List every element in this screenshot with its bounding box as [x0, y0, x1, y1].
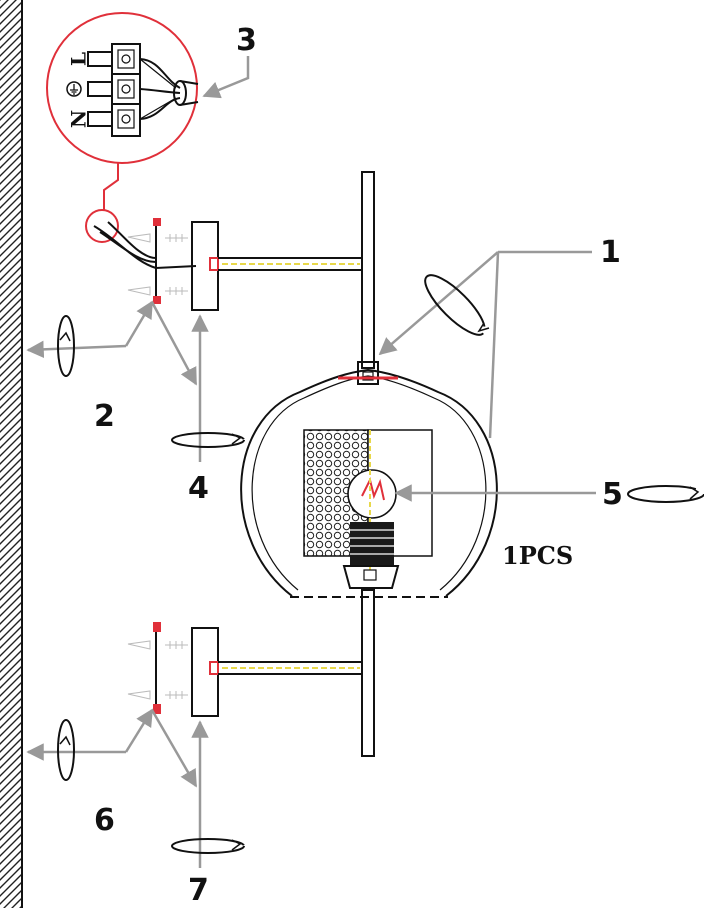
- rotate-arrow-icon: [171, 838, 245, 854]
- callout-6: 6: [94, 803, 115, 838]
- callout-7: 7: [188, 873, 209, 908]
- callout-4-leaders: [171, 314, 245, 462]
- wall: [0, 0, 23, 908]
- screw-icon: [127, 286, 188, 296]
- lower-mounting-bracket: [127, 622, 188, 714]
- upper-arm: [218, 257, 362, 271]
- quantity-label: 1PCS: [502, 541, 573, 570]
- rotate-arrow-icon: [171, 432, 245, 448]
- callout-6-leaders: [26, 708, 198, 788]
- lower-wall-plate: [191, 627, 219, 717]
- callout-2-leaders: [26, 300, 198, 386]
- upper-wall-plate: [191, 221, 219, 311]
- screw-icon: [127, 640, 188, 650]
- callout-2: 2: [94, 399, 115, 434]
- lamp-socket: [342, 522, 400, 589]
- wiring-detail-bubble: L N: [46, 12, 199, 243]
- ground-symbol-icon: [66, 81, 82, 97]
- callout-7-leaders: [171, 720, 245, 868]
- callout-1-leaders: [378, 250, 592, 439]
- screw-icon: [127, 690, 188, 700]
- callout-5-leaders: [394, 484, 704, 503]
- rotate-arrow-icon: [424, 274, 490, 336]
- callout-1: 1: [600, 235, 621, 270]
- terminal-label-live: L: [67, 52, 91, 66]
- rotate-arrow-icon: [57, 315, 75, 377]
- glass-globe: [240, 361, 498, 598]
- callout-5: 5: [602, 477, 623, 512]
- terminal-label-neutral: N: [67, 110, 91, 128]
- rotate-arrow-icon: [57, 719, 75, 781]
- callout-4: 4: [188, 471, 209, 506]
- upper-mounting-bracket: [93, 218, 197, 304]
- lower-arm: [218, 661, 362, 675]
- screw-icon: [127, 233, 188, 243]
- rotate-arrow-icon: [627, 485, 704, 503]
- callout-3: 3: [236, 23, 257, 58]
